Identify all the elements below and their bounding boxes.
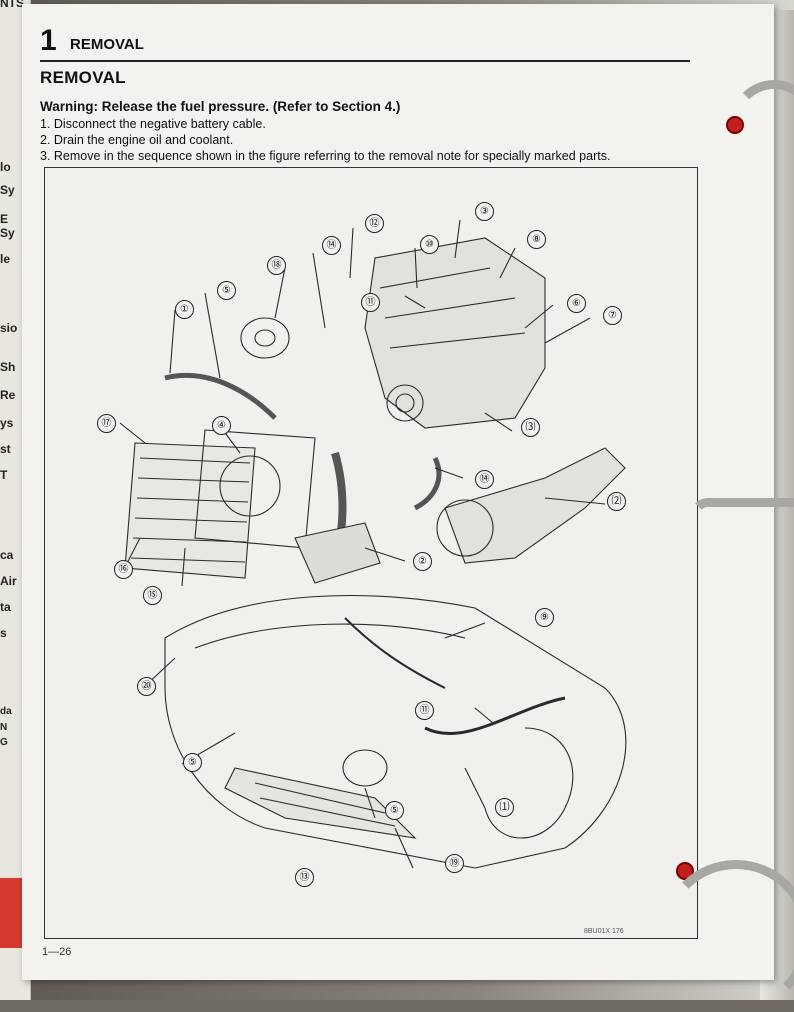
section-number: 1 (40, 24, 57, 57)
callout-23: ⑶ (521, 418, 540, 437)
callout-5: ⑤ (217, 281, 236, 300)
callout-2: ② (413, 552, 432, 571)
engine-removal-drawing (119, 219, 627, 869)
callout-15: ⑮ (143, 586, 162, 605)
left-fragment: Sy (0, 226, 15, 240)
step-item: 2. Drain the engine oil and coolant. (40, 133, 234, 147)
left-fragment: sio (0, 321, 18, 335)
callout-12: ⑫ (365, 214, 384, 233)
warning-text: Warning: Release the fuel pressure. (Ref… (40, 99, 401, 114)
binder-ring (690, 498, 794, 552)
callout-21: ⑴ (495, 798, 514, 817)
left-fragment: ta (0, 600, 11, 614)
callout-8: ⑧ (527, 230, 546, 249)
manual-page: 1 REMOVAL REMOVAL Warning: Release the f… (22, 4, 774, 980)
left-fragment: lo (0, 160, 11, 174)
callout-22: ⑵ (607, 492, 626, 511)
callout-3: ③ (475, 202, 494, 221)
callout-10: ⑩ (420, 235, 439, 254)
page-number: 1—26 (42, 946, 72, 958)
left-fragment: G (0, 737, 8, 748)
left-fragment: E (0, 212, 9, 226)
left-fragment: s (0, 626, 7, 640)
left-fragment: da (0, 706, 12, 717)
callout-5: ⑤ (183, 753, 202, 772)
binder-ring (660, 860, 794, 1012)
callout-1: ① (175, 300, 194, 319)
step-item: 1. Disconnect the negative battery cable… (40, 117, 266, 131)
callout-14: ⑭ (322, 236, 341, 255)
left-fragment: Re (0, 388, 16, 402)
page-heading: REMOVAL (40, 68, 126, 87)
step-item: 3. Remove in the sequence shown in the f… (40, 149, 611, 163)
step-list: 1. Disconnect the negative battery cable… (40, 116, 720, 164)
left-fragment: ys (0, 416, 14, 430)
binder-ring (730, 80, 794, 168)
left-fragment: NTS (0, 0, 24, 10)
exploded-view-figure: ① ② ③ ④ ⑤ ⑤ ⑤ ⑥ ⑦ ⑧ ⑨ ⑩ ⑪ ⑪ ⑫ ⑬ ⑭ ⑭ ⑮ ⑯ … (44, 167, 698, 939)
left-fragment: N (0, 722, 8, 733)
figure-code: 8BU01X 176 (584, 928, 624, 935)
callout-19: ⑲ (445, 854, 464, 873)
callout-11: ⑪ (361, 293, 380, 312)
callout-7: ⑦ (603, 306, 622, 325)
callout-11: ⑪ (415, 701, 434, 720)
left-fragment: Air (0, 574, 17, 588)
callout-18: ⑱ (267, 256, 286, 275)
callout-9: ⑨ (535, 608, 554, 627)
left-fragment: Sy (0, 183, 15, 197)
callout-16: ⑯ (114, 560, 133, 579)
left-fragment: Sh (0, 360, 16, 374)
callout-17: ⑰ (97, 414, 116, 433)
left-fragment: le (0, 252, 11, 266)
callout-13: ⑬ (295, 868, 314, 887)
callout-20: ⑳ (137, 677, 156, 696)
section-title: REMOVAL (70, 36, 144, 53)
left-fragment: ca (0, 548, 14, 562)
left-fragment: st (0, 442, 11, 456)
left-fragment: T (0, 468, 8, 482)
callout-4: ④ (212, 416, 231, 435)
callout-5: ⑤ (385, 801, 404, 820)
section-header: 1 REMOVAL (40, 24, 690, 62)
callout-14: ⑭ (475, 470, 494, 489)
callout-6: ⑥ (567, 294, 586, 313)
